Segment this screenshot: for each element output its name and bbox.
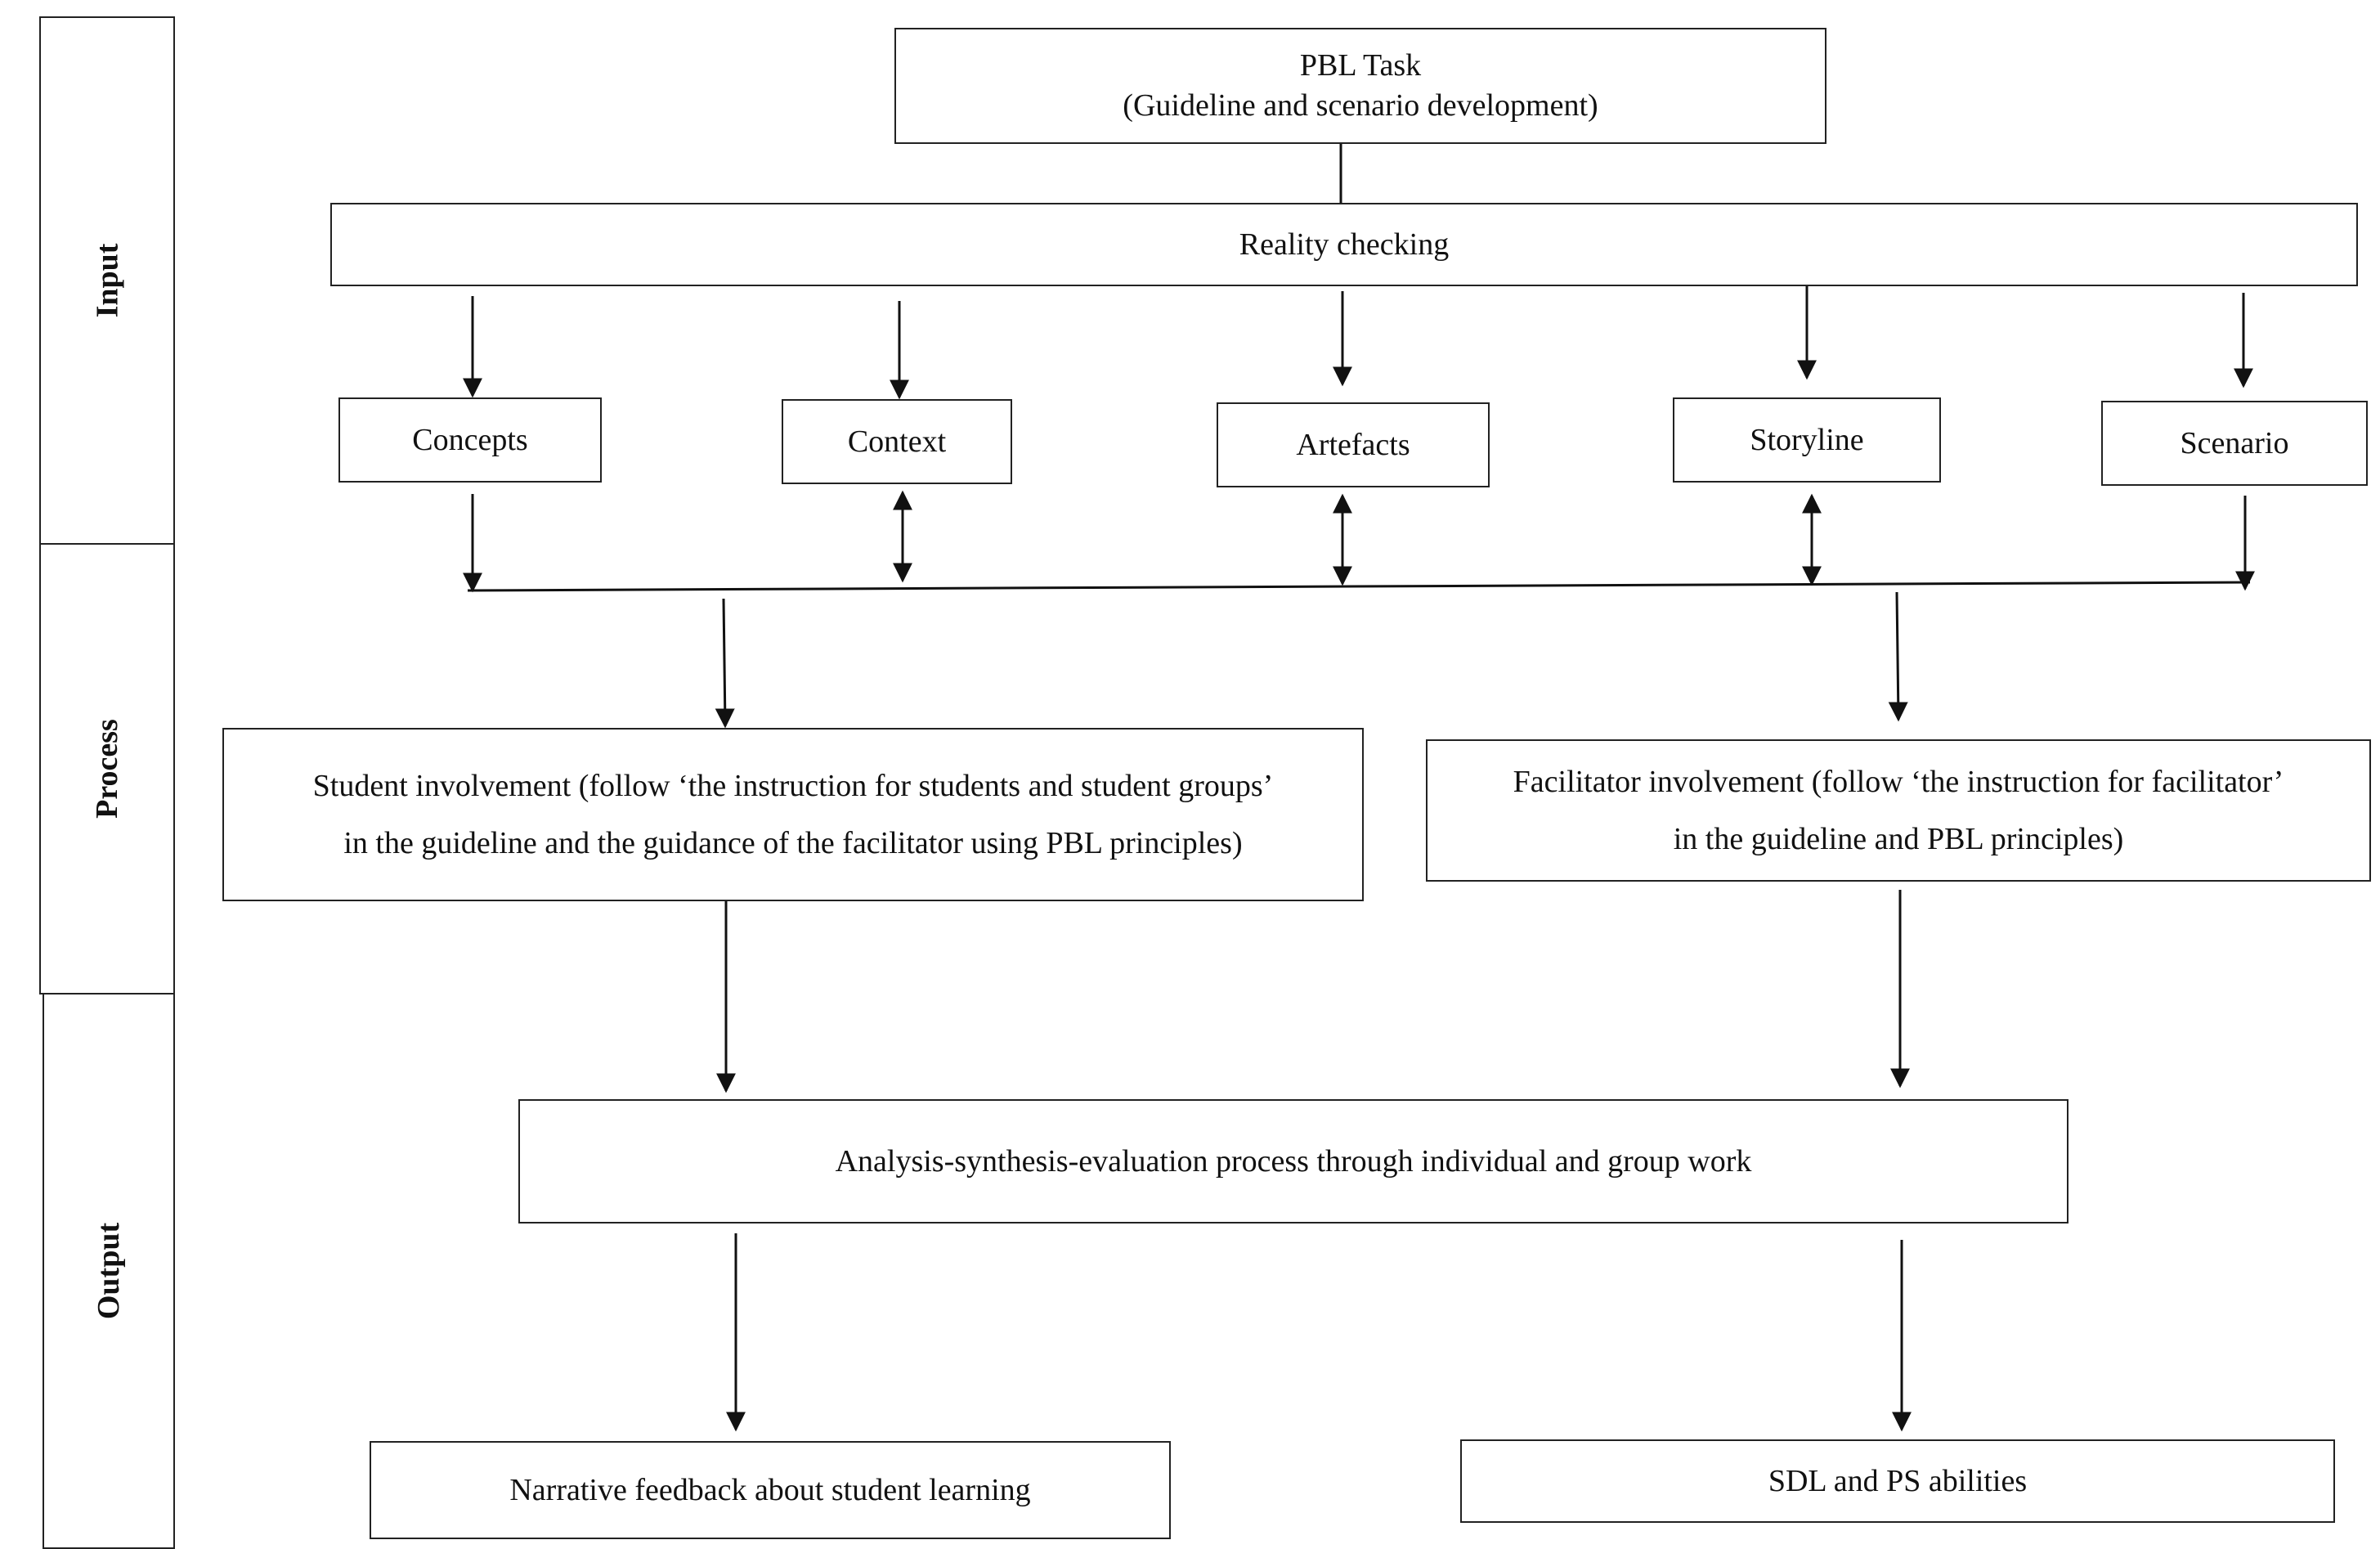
- sdl-ps-abilities-box: SDL and PS abilities: [1460, 1439, 2335, 1523]
- reality-checking-label: Reality checking: [1239, 227, 1450, 262]
- scenario-label: Scenario: [2180, 425, 2289, 460]
- sdl-ps-abilities-label: SDL and PS abilities: [1768, 1463, 2028, 1498]
- artefacts-box: Artefacts: [1217, 402, 1490, 487]
- pbl-task-box: PBL Task (Guideline and scenario develop…: [894, 28, 1826, 144]
- artefacts-label: Artefacts: [1296, 427, 1410, 462]
- student-involvement-line1: Student involvement (follow ‘the instruc…: [312, 768, 1274, 803]
- storyline-label: Storyline: [1750, 422, 1864, 457]
- context-label: Context: [847, 424, 947, 459]
- arrow-bar-facilitator: [1888, 591, 1908, 722]
- stage-input: Input: [39, 16, 175, 545]
- facilitator-involvement-box: Facilitator involvement (follow ‘the ins…: [1426, 739, 2371, 882]
- collector-bar: [467, 581, 2251, 592]
- student-involvement-box: Student involvement (follow ‘the instruc…: [222, 728, 1364, 901]
- analysis-box: Analysis-synthesis-evaluation process th…: [518, 1099, 2068, 1223]
- analysis-label: Analysis-synthesis-evaluation process th…: [835, 1143, 1752, 1179]
- facilitator-involvement-line1: Facilitator involvement (follow ‘the ins…: [1513, 764, 2284, 799]
- storyline-box: Storyline: [1673, 397, 1941, 483]
- student-involvement-line2: in the guideline and the guidance of the…: [343, 826, 1243, 860]
- concepts-label: Concepts: [412, 422, 528, 457]
- context-box: Context: [782, 399, 1012, 484]
- facilitator-involvement-line2: in the guideline and PBL principles): [1673, 822, 2124, 856]
- pbl-task-subtitle: (Guideline and scenario development): [1123, 88, 1598, 123]
- narrative-feedback-box: Narrative feedback about student learnin…: [370, 1441, 1171, 1539]
- scenario-box: Scenario: [2101, 401, 2368, 486]
- reality-checking-box: Reality checking: [330, 203, 2358, 286]
- narrative-feedback-label: Narrative feedback about student learnin…: [509, 1472, 1031, 1507]
- stage-output: Output: [43, 993, 175, 1549]
- stage-process: Process: [39, 543, 175, 995]
- arrow-bar-student: [715, 598, 735, 729]
- pbl-task-title: PBL Task: [1299, 47, 1422, 83]
- concepts-box: Concepts: [338, 397, 602, 483]
